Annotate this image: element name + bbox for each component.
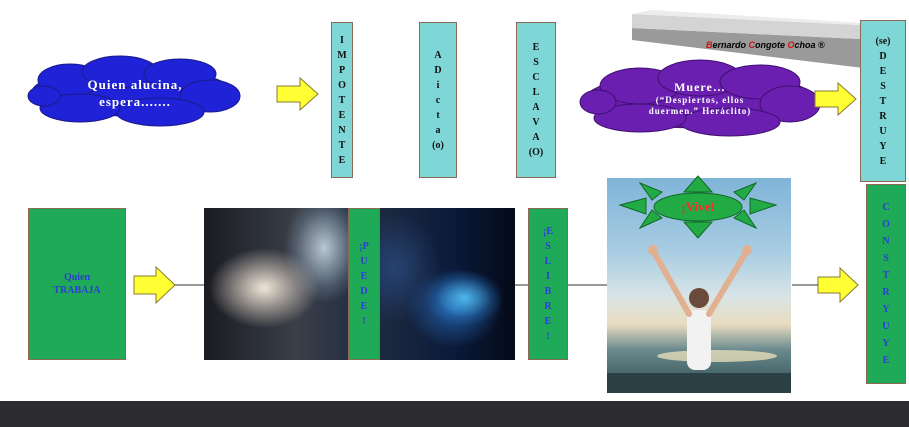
- box-esclava-letter: A: [532, 100, 539, 115]
- box-adicto-letter: (o): [432, 138, 444, 153]
- box-construye-letter: C: [882, 199, 889, 216]
- box-impotente-letter: E: [339, 108, 346, 123]
- box-es-libre-letter: L: [545, 254, 552, 269]
- box-es-libre-letter: R: [544, 299, 551, 314]
- box-puede-letter: E: [361, 299, 368, 314]
- box-impotente-letter: N: [338, 123, 345, 138]
- box-esclava-letter: S: [533, 55, 539, 70]
- box-construye-letter: O: [882, 216, 890, 233]
- box-construye-letter: S: [883, 250, 889, 267]
- author-name: Bernardo Congote Ochoa ®: [706, 40, 825, 50]
- box-es-libre-letter: S: [545, 239, 551, 254]
- box-impotente-letter: I: [340, 33, 344, 48]
- box-construye-letter: R: [882, 284, 889, 301]
- box-puede-letter: U: [360, 254, 367, 269]
- box-destruye-letter: S: [880, 79, 886, 94]
- box-es-libre: ¡E S L I B R E !: [528, 208, 568, 360]
- box-esclava-letter: V: [532, 115, 539, 130]
- author-part-1: ernardo: [713, 40, 749, 50]
- box-destruye-letter: D: [879, 49, 886, 64]
- box-impotente-letter: T: [339, 93, 346, 108]
- box-destruye-letter: R: [879, 109, 886, 124]
- box-es-libre-letter: !: [546, 329, 549, 344]
- box-esclava-letter: (O): [529, 145, 543, 160]
- box-destruye-letter: T: [880, 94, 887, 109]
- box-destruye: (se) D E S T R U Y E: [860, 20, 906, 182]
- box-adicto: A D i c t a (o): [419, 22, 457, 178]
- box-esclava-letter: C: [532, 70, 539, 85]
- box-adicto-letter: D: [434, 63, 441, 78]
- box-esclava: E S C L A V A (O): [516, 22, 556, 178]
- box-adicto-letter: t: [436, 108, 439, 123]
- box-construye-letter: U: [882, 318, 889, 335]
- box-es-libre-letter: B: [545, 284, 552, 299]
- box-es-libre-letter: E: [545, 314, 552, 329]
- author-part-3: choa ®: [795, 40, 825, 50]
- box-construye: C O N S T R Y U Y E: [866, 184, 906, 384]
- cloud-left-text: Quien alucina, espera.......: [40, 76, 230, 110]
- box-construye-letter: N: [882, 233, 889, 250]
- box-destruye-letter: E: [880, 154, 887, 169]
- cloud-right-line2: (“Despiertos, ellos: [600, 95, 800, 106]
- box-adicto-letter: a: [436, 123, 441, 138]
- box-destruye-letter: (se): [876, 34, 891, 49]
- cloud-right-line1: Muere…: [600, 80, 800, 95]
- cloud-right-text: Muere… (“Despiertos, ellos duermen.” Her…: [600, 80, 800, 117]
- box-es-libre-letter: ¡E: [543, 224, 553, 239]
- box-esclava-letter: A: [532, 130, 539, 145]
- box-esclava-letter: L: [533, 85, 540, 100]
- box-esclava-letter: E: [533, 40, 540, 55]
- author-initial-3: O: [788, 40, 795, 50]
- box-quien-trabaja-line1: Quien: [64, 271, 90, 284]
- box-quien-trabaja: Quien TRABAJA: [28, 208, 126, 360]
- box-puede-letter: E: [361, 269, 368, 284]
- box-impotente-letter: M: [337, 48, 346, 63]
- box-impotente-letter: E: [339, 153, 346, 168]
- box-puede-letter: !: [362, 314, 365, 329]
- sun-label: ¡Vive!: [654, 198, 742, 216]
- bottom-bar: [0, 401, 909, 427]
- box-puede: ¡P U E D E !: [348, 208, 380, 360]
- box-construye-letter: T: [883, 267, 890, 284]
- box-impotente-letter: T: [339, 138, 346, 153]
- box-destruye-letter: Y: [879, 139, 886, 154]
- box-adicto-letter: A: [434, 48, 441, 63]
- box-puede-letter: D: [360, 284, 367, 299]
- box-construye-letter: E: [883, 352, 890, 369]
- box-quien-trabaja-line2: TRABAJA: [53, 284, 100, 297]
- box-construye-letter: Y: [882, 301, 889, 318]
- author-part-2: ongote: [755, 40, 788, 50]
- box-puede-letter: ¡P: [359, 239, 368, 254]
- box-adicto-letter: c: [436, 93, 440, 108]
- box-impotente-letter: O: [338, 78, 346, 93]
- cloud-right-line3: duermen.” Heráclito): [600, 106, 800, 117]
- box-destruye-letter: U: [879, 124, 886, 139]
- box-destruye-letter: E: [880, 64, 887, 79]
- box-impotente-letter: P: [339, 63, 345, 78]
- cloud-left-line2: espera.......: [40, 93, 230, 110]
- cloud-left-line1: Quien alucina,: [40, 76, 230, 93]
- box-impotente: I M P O T E N T E: [331, 22, 353, 178]
- box-adicto-letter: i: [437, 78, 440, 93]
- box-es-libre-letter: I: [546, 269, 550, 284]
- box-construye-letter: Y: [882, 335, 889, 352]
